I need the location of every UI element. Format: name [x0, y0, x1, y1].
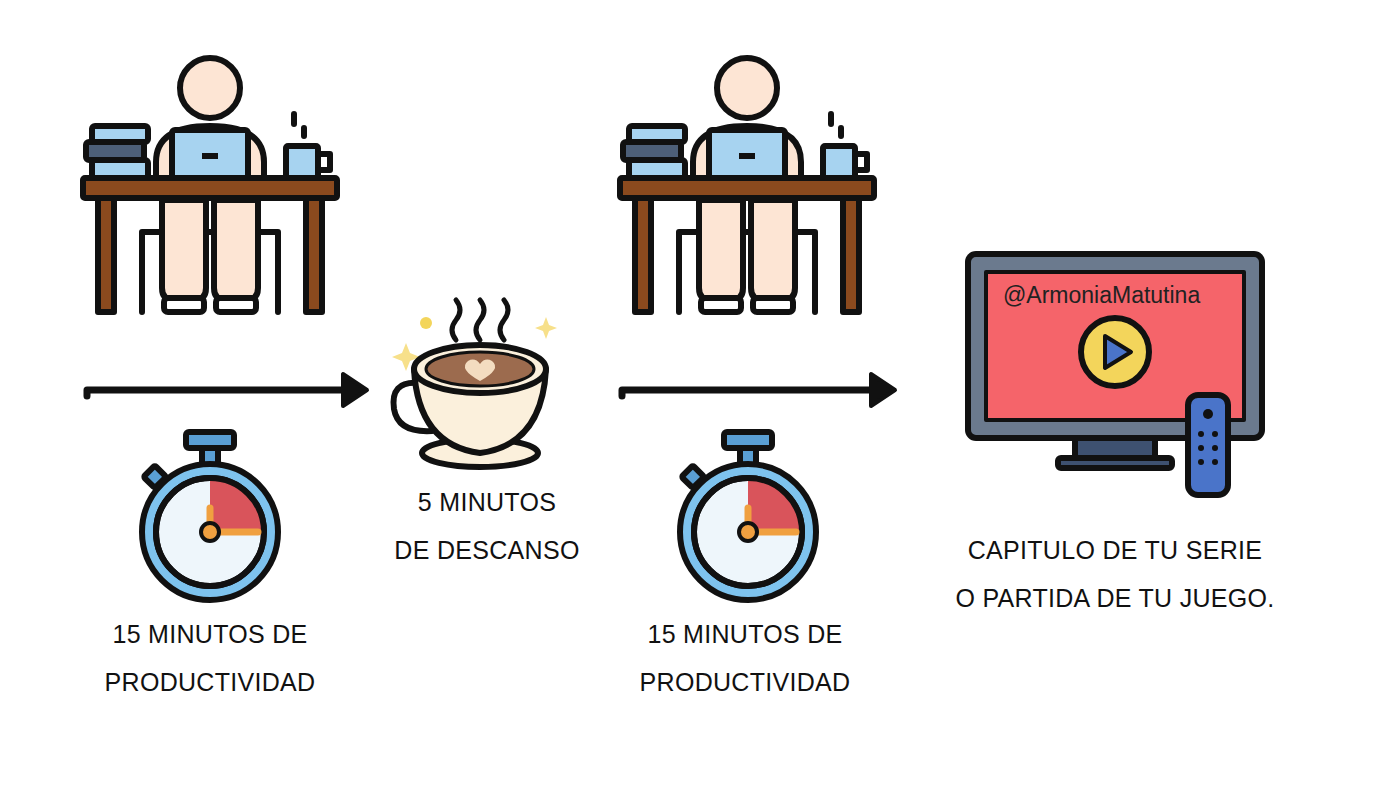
coffee-cup-icon	[414, 345, 546, 393]
tv-icon	[1058, 458, 1172, 468]
coffee-cup-icon	[535, 317, 557, 339]
tv-icon	[1212, 431, 1218, 437]
desk-illustration	[83, 58, 337, 312]
tv-icon	[1203, 409, 1213, 419]
step-node: CAPITULO DE TU SERIE O PARTIDA DE TU JUE…	[895, 250, 1335, 650]
desk-illustration	[620, 58, 874, 312]
arrow-head	[343, 374, 367, 406]
tv-icon	[1212, 459, 1218, 465]
arrow-head	[871, 374, 895, 406]
step-caption: CAPITULO DE TU SERIE O PARTIDA DE TU JUE…	[915, 526, 1315, 622]
tv-icon	[968, 254, 1262, 495]
tv-icon	[1198, 445, 1204, 451]
stopwatch-icon	[680, 432, 816, 600]
tv-icon	[1081, 318, 1149, 386]
coffee-cup-icon	[420, 317, 432, 329]
flow-arrow	[622, 390, 883, 396]
stopwatch-icon	[142, 432, 278, 600]
flow-arrow	[87, 390, 355, 396]
step-caption: 15 MINUTOS DE PRODUCTIVIDAD	[625, 610, 865, 706]
tv-icon	[1212, 445, 1218, 451]
coffee-cup-icon	[465, 360, 495, 381]
step-node: 15 MINUTOS DE PRODUCTIVIDAD	[620, 396, 870, 712]
step-node: 15 MINUTOS DE PRODUCTIVIDAD	[85, 396, 335, 712]
coffee-cup-icon	[452, 300, 460, 340]
tv-icon	[1188, 395, 1228, 495]
watermark: @ArmoniaMatutina	[1003, 281, 1200, 309]
tv-icon	[1198, 431, 1204, 437]
step-caption: 5 MINUTOS DE DESCANSO	[372, 478, 602, 574]
step-node: 5 MINUTOS DE DESCANSO	[367, 290, 607, 580]
step-caption: 15 MINUTOS DE PRODUCTIVIDAD	[90, 610, 330, 706]
coffee-cup-icon	[500, 300, 508, 340]
coffee-cup-icon	[392, 300, 557, 467]
coffee-cup-icon	[426, 352, 534, 386]
coffee-cup-icon	[476, 300, 484, 340]
tv-icon	[1198, 459, 1204, 465]
tv-icon	[1105, 336, 1131, 368]
